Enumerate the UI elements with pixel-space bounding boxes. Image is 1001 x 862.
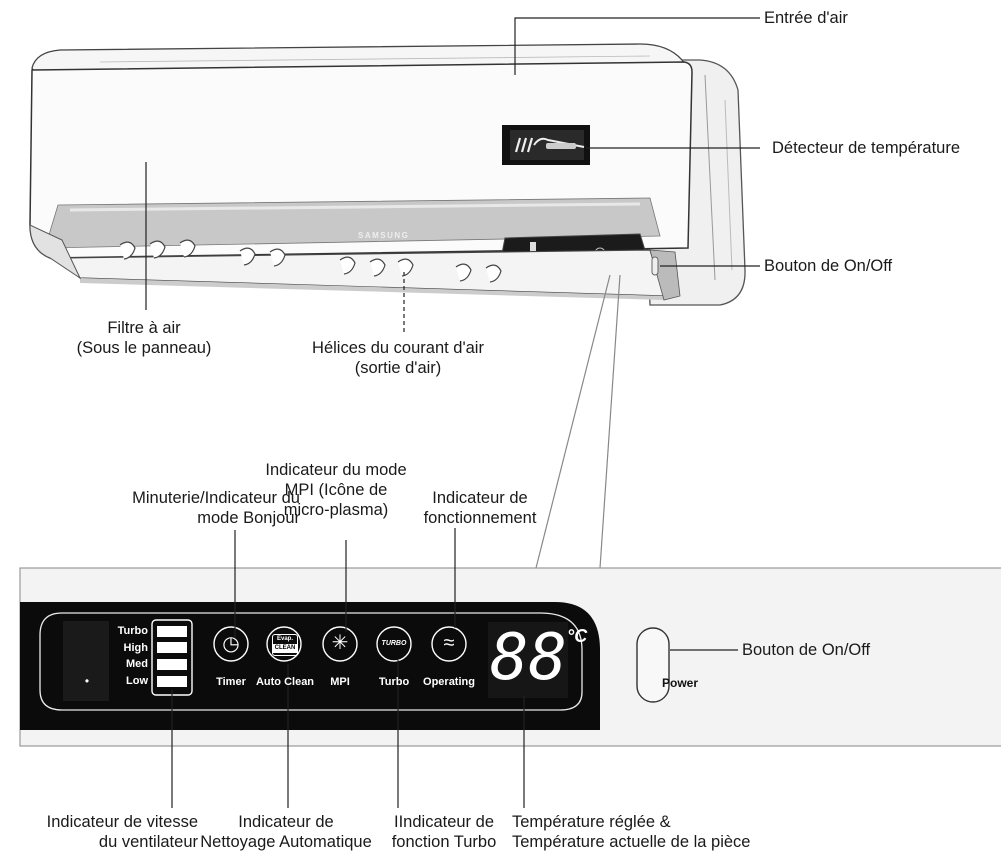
callout-temperature-sensor: Détecteur de température (772, 139, 961, 157)
indoor-unit: 24 SAMSUNG (29, 43, 746, 306)
evap-clean-icon: Evap. CLEAN (272, 634, 298, 656)
control-panel (19, 567, 1001, 747)
zoom-lines (535, 274, 621, 569)
power-label: Power (662, 676, 699, 690)
bottom-leader-lines (171, 528, 738, 808)
callout-fan-speed: Indicateur de vitesse du ventilateur (46, 813, 198, 851)
speed-label-high: High (123, 641, 148, 654)
clock-icon: ◷ (222, 633, 240, 655)
speed-label-low: Low (126, 674, 148, 687)
auto-clean-label: Auto Clean (255, 676, 315, 688)
callout-on-off-top: Bouton de On/Off (764, 257, 893, 275)
callout-air-inlet: Entrée d'air (764, 9, 848, 27)
turbo-label: Turbo (378, 676, 410, 688)
speed-label-turbo: Turbo (117, 625, 148, 637)
brand-logo: SAMSUNG (358, 231, 409, 240)
callout-operation-indicator: Indicateur de fonctionnement (423, 489, 537, 527)
airflow-louvers (119, 239, 502, 283)
callout-air-filter: Filtre à air (Sous le panneau) (76, 319, 212, 357)
timer-label: Timer (216, 676, 246, 688)
callout-on-off-panel: Bouton de On/Off (742, 641, 871, 659)
mpi-label: MPI (330, 676, 350, 688)
temperature-sensor (502, 125, 590, 165)
airflow-icon: ≈ (443, 632, 455, 654)
callout-timer-indicator: Minuterie/Indicateur du mode Bonjour (132, 489, 300, 527)
turbo-icon: TURBO (381, 640, 407, 647)
wifi-icon: • (84, 674, 90, 688)
micro-plasma-icon: ✳ (331, 632, 349, 654)
speed-label-med: Med (126, 658, 148, 670)
top-leader-lines (145, 17, 760, 334)
callout-mpi-indicator: Indicateur du mode MPI (Icône de micro-p… (265, 461, 407, 519)
callout-temperature: Température réglée & Température actuell… (512, 813, 751, 851)
temperature-display: 88 (490, 621, 568, 695)
operating-label: Operating (423, 676, 475, 688)
temperature-unit: °C (567, 626, 588, 646)
callout-auto-clean: Indicateur de Nettoyage Automatique (200, 813, 372, 851)
callout-turbo-function: IIndicateur de fonction Turbo (391, 813, 497, 851)
callout-louvers: Hélices du courant d'air (sortie d'air) (312, 339, 484, 377)
